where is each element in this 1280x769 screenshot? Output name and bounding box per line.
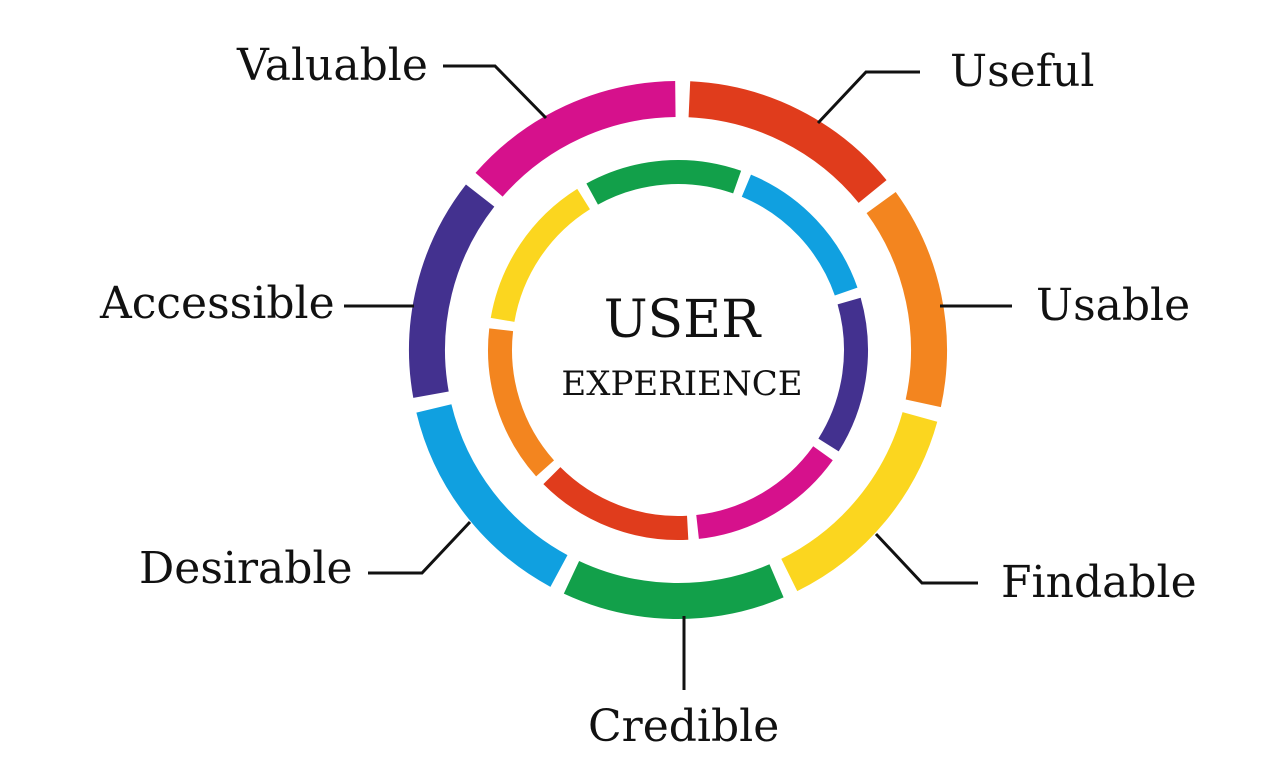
outer-segment-credible <box>563 560 784 619</box>
inner-ring <box>488 160 868 540</box>
inner-segment-6 <box>490 188 591 323</box>
outer-segment-valuable <box>475 81 676 197</box>
leader-line-desirable <box>368 520 472 575</box>
label-usable: Usable <box>1036 280 1190 331</box>
inner-segment-3 <box>696 446 833 539</box>
label-findable: Findable <box>1001 557 1197 608</box>
outer-segment-useful <box>688 81 887 204</box>
inner-segment-1 <box>741 174 858 296</box>
label-credible: Credible <box>588 701 779 752</box>
inner-segment-5 <box>488 328 555 477</box>
outer-segment-accessible <box>409 184 495 398</box>
leader-line-valuable <box>443 64 548 120</box>
inner-segment-7 <box>586 160 742 205</box>
label-accessible: Accessible <box>99 278 335 329</box>
leader-line-findable <box>874 532 978 585</box>
center-title: USER <box>604 290 762 350</box>
label-desirable: Desirable <box>139 543 353 594</box>
outer-segment-findable <box>781 411 938 592</box>
outer-segment-usable <box>866 192 947 408</box>
inner-segment-4 <box>543 466 689 540</box>
leader-line-useful <box>816 70 920 125</box>
center-subtitle: EXPERIENCE <box>561 364 802 404</box>
outer-ring <box>409 81 947 619</box>
inner-segment-2 <box>818 297 868 452</box>
outer-segment-desirable <box>416 403 568 587</box>
label-useful: Useful <box>950 46 1094 97</box>
label-valuable: Valuable <box>236 40 428 91</box>
